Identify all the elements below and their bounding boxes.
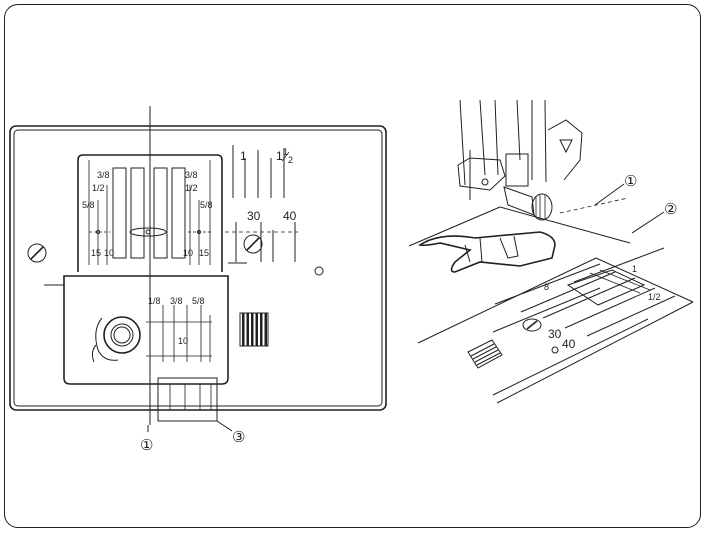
callout-1-left: ① [140, 437, 153, 454]
persp-mark-8: 8 [544, 282, 549, 292]
left-seam-guide-lines [88, 160, 110, 265]
mark-1-2-right: 1/2 [185, 183, 198, 193]
cover-5-8: 5/8 [192, 296, 205, 306]
feed-dog-slots [112, 167, 186, 259]
callout-2-leader [631, 211, 665, 234]
bobbin-icon [91, 316, 141, 363]
mm-30-label: 30 [247, 209, 261, 223]
thumb-screw-icon [503, 186, 553, 221]
presser-foot-sole [417, 197, 629, 273]
mark-3-8-right: 3/8 [185, 170, 198, 180]
callout-2: ② [664, 201, 677, 218]
inch-guide-lines [232, 145, 285, 198]
plate-inner [13, 129, 383, 407]
callout-1-right: ① [624, 173, 637, 190]
cover-10: 10 [178, 336, 188, 346]
plate-right-edge [595, 257, 694, 303]
presser-foot-view: 8 1 1/2 30 40 [408, 99, 694, 404]
plate-perspective-marks [492, 247, 676, 396]
plate-front-edge [496, 301, 694, 404]
plate-outer [9, 125, 387, 411]
persp-mark-1: 1 [632, 264, 637, 274]
cover-guide-lines [146, 305, 212, 362]
mark-15-right: 15 [199, 248, 209, 258]
cover-release-button [239, 312, 269, 347]
middle-screw-icon [243, 234, 263, 254]
mark-10-left: 10 [104, 248, 114, 258]
callout-3-box [157, 377, 233, 432]
mm-guide-lines [225, 222, 298, 262]
cover-3-8: 3/8 [170, 296, 183, 306]
fabric-back-edge [417, 257, 597, 344]
inch-1-label: 1 [240, 149, 247, 163]
presser-foot-shank [457, 99, 583, 200]
mark-5-8-left: 5/8 [82, 200, 95, 210]
inch-1-half-whole: 1 [276, 149, 283, 163]
needle-plate: 3/8 1/2 5/8 3/8 1/2 5/8 15 10 10 15 1 1 … [9, 106, 387, 432]
persp-mark-40: 40 [562, 337, 576, 351]
callout-1-leader [594, 183, 625, 206]
inch-1-half-den: 2 [288, 155, 293, 165]
fabric-top-edge [499, 206, 631, 244]
mm-40-label: 40 [283, 209, 297, 223]
persp-release-button [467, 339, 503, 369]
bobbin-cover [63, 275, 229, 385]
cover-1-8: 1/8 [148, 296, 161, 306]
mark-3-8-left: 3/8 [97, 170, 110, 180]
fabric-left-edge [408, 206, 501, 247]
right-seam-guide-lines [188, 160, 212, 265]
plate-hole [314, 266, 324, 276]
persp-mark-30: 30 [548, 327, 562, 341]
persp-mark-half: 1/2 [648, 292, 661, 302]
left-screw-icon [27, 243, 47, 263]
inch-1-half-num: 1 [283, 147, 288, 157]
diagram-frame [4, 4, 701, 528]
mark-15-left: 15 [91, 248, 101, 258]
callout-3: ③ [232, 429, 245, 446]
mark-1-2-left: 1/2 [92, 183, 105, 193]
mark-10-right: 10 [183, 248, 193, 258]
mark-5-8-right: 5/8 [200, 200, 213, 210]
